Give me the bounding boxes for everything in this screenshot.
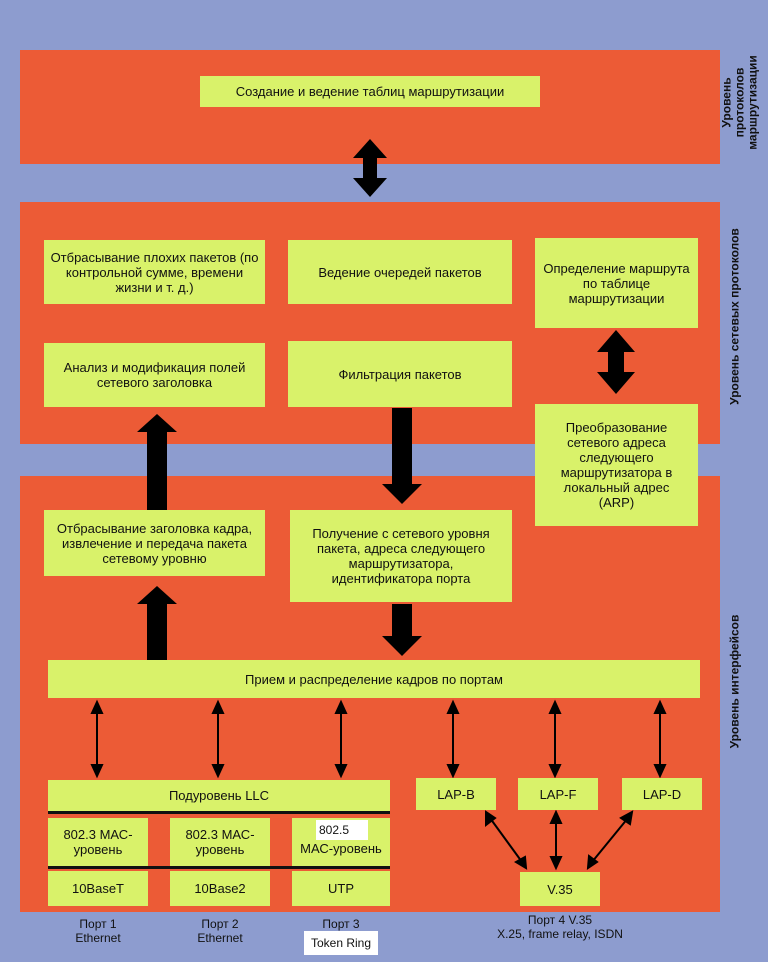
- port-1-caption: Порт 1 Ethernet: [48, 917, 148, 945]
- frame-strip-box: Отбрасывание заголовка кадра, извлечение…: [44, 510, 265, 576]
- routing-tables-box: Создание и ведение таблиц маршрутизации: [200, 76, 540, 107]
- phy-10baset-box: 10BaseT: [48, 871, 148, 906]
- up-arrow-to-header: [137, 414, 177, 510]
- mac-802-5-label: МАС-уровень: [300, 841, 382, 856]
- port-4-protocols: X.25, frame relay, ISDN: [497, 927, 623, 941]
- port-1-type: Ethernet: [75, 931, 121, 945]
- discard-bad-packets-box: Отбрасывание плохих пакетов (по контроль…: [44, 240, 265, 304]
- port-4-caption: Порт 4 V.35 X.25, frame relay, ISDN: [440, 913, 680, 941]
- port-3-name: Порт 3: [322, 917, 360, 931]
- llc-divider-line: [48, 811, 390, 814]
- header-analysis-box: Анализ и модификация полей сетевого заго…: [44, 343, 265, 407]
- mac-802-5-number: 802.5: [316, 820, 368, 840]
- up-arrow-to-frame-strip: [137, 586, 177, 663]
- lap-b-box: LAP-B: [416, 778, 496, 810]
- llc-sublayer-box: Подуровень LLC: [48, 780, 390, 811]
- lap-d-box: LAP-D: [622, 778, 702, 810]
- mac-divider-line: [48, 866, 390, 869]
- frame-distribution-box: Прием и распределение кадров по портам: [48, 660, 700, 698]
- mac-802-3-box-2: 802.3 МАС-уровень: [170, 818, 270, 866]
- port-2-type: Ethernet: [197, 931, 243, 945]
- port-2-name: Порт 2: [201, 917, 239, 931]
- v35-box: V.35: [520, 872, 600, 906]
- port-3-caption: Порт 3: [292, 917, 390, 931]
- port-2-caption: Порт 2 Ethernet: [170, 917, 270, 945]
- thin-arrows: [90, 699, 667, 871]
- down-arrow-to-distribution: [382, 604, 422, 656]
- port-1-name: Порт 1: [79, 917, 117, 931]
- down-arrow-to-receive: [382, 408, 422, 504]
- port-4-name: Порт 4 V.35: [527, 913, 593, 927]
- port-3-token-ring: Token Ring: [304, 931, 378, 955]
- arp-box: Преобразование сетевого адреса следующег…: [535, 404, 698, 526]
- phy-10base2-box: 10Base2: [170, 871, 270, 906]
- lap-f-box: LAP-F: [518, 778, 598, 810]
- phy-utp-box: UTP: [292, 871, 390, 906]
- mac-802-3-box-1: 802.3 МАС-уровень: [48, 818, 148, 866]
- packet-queues-box: Ведение очередей пакетов: [288, 240, 512, 304]
- route-determination-box: Определение маршрута по таблице маршрути…: [535, 238, 698, 328]
- receive-from-network-box: Получение с сетевого уровня пакета, адре…: [290, 510, 512, 602]
- route-arp-double-arrow: [597, 330, 635, 394]
- routing-network-double-arrow: [353, 139, 387, 197]
- packet-filtering-box: Фильтрация пакетов: [288, 341, 512, 407]
